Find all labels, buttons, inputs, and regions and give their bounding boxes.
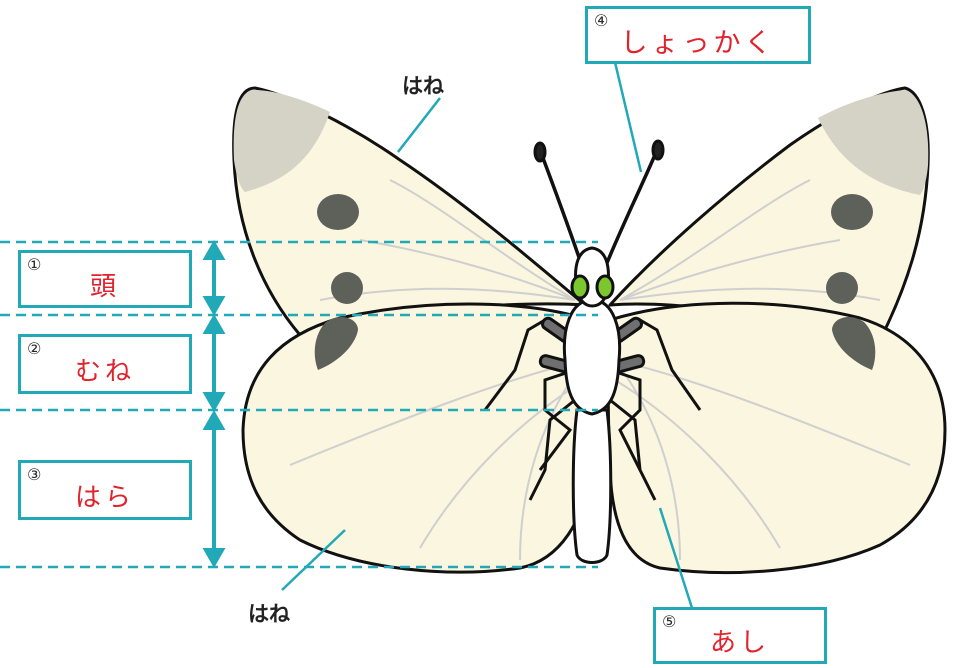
abdomen — [573, 410, 611, 563]
wing-label-bottom: はね — [248, 598, 290, 628]
label-abdomen: ③ はら — [18, 460, 192, 520]
leader-wing-top — [398, 98, 440, 152]
label-abdomen-text: はら — [21, 477, 189, 514]
wing-label-top: はね — [402, 70, 444, 100]
leader-antenna — [614, 58, 641, 172]
label-thorax-text: むね — [21, 351, 189, 388]
left-hindwing — [243, 304, 592, 572]
label-head: ① 頭 — [18, 250, 192, 308]
right-antenna — [602, 148, 658, 275]
label-legs-text: あし — [656, 622, 824, 659]
label-antenna: ④ しょっかく — [585, 6, 811, 64]
right-spot-lower — [826, 272, 858, 304]
label-head-text: 頭 — [21, 266, 189, 303]
right-spot-upper — [831, 194, 873, 230]
left-spot-lower — [331, 272, 363, 304]
label-legs: ⑤ あし — [653, 607, 827, 664]
label-thorax: ② むね — [18, 334, 192, 394]
right-eye — [597, 276, 613, 298]
segment-arrows — [206, 244, 222, 564]
left-spot-upper — [317, 194, 359, 230]
thorax — [564, 300, 619, 414]
left-eye — [572, 276, 588, 298]
label-antenna-text: しょっかく — [588, 21, 808, 60]
